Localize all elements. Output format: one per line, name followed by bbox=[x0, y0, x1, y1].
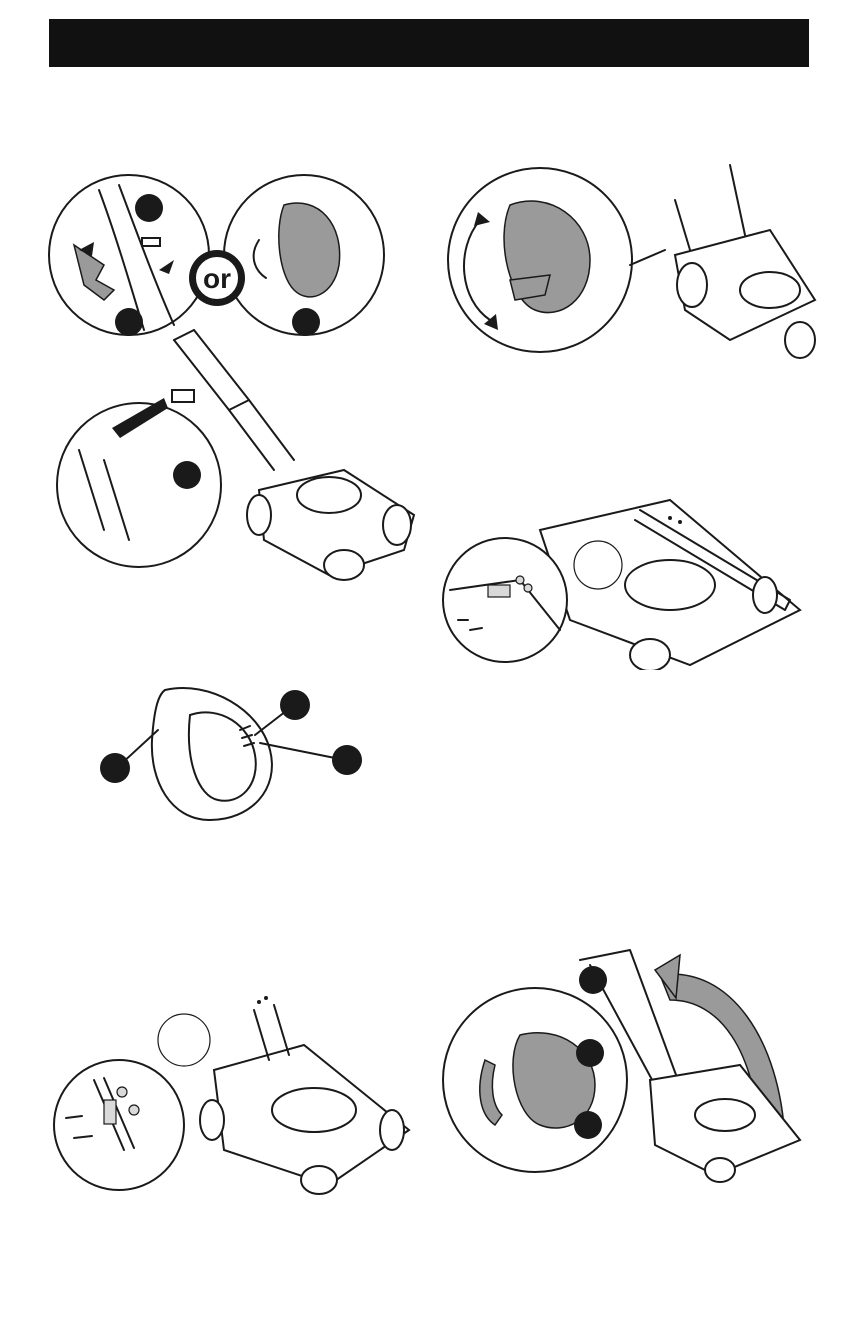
callout-circle-lever bbox=[224, 175, 384, 336]
callout-marker-d bbox=[173, 461, 201, 489]
or-badge: or bbox=[189, 250, 245, 306]
figure-lever-closeup bbox=[90, 680, 380, 825]
rear-attach-illustration bbox=[440, 480, 820, 670]
callout-marker-c bbox=[292, 308, 320, 336]
figure-handle-knob-assembly: or bbox=[44, 170, 420, 610]
callout-marker-i bbox=[576, 1039, 604, 1067]
callout-marker-e bbox=[100, 753, 130, 783]
lever-closeup-illustration bbox=[90, 680, 380, 825]
figure-handle-fold bbox=[440, 160, 820, 360]
callout-marker-a bbox=[135, 194, 163, 222]
callout-marker-j bbox=[574, 1111, 602, 1139]
handle-raise-illustration bbox=[440, 940, 820, 1190]
bolt-icon bbox=[142, 238, 160, 246]
callout-circle-knob bbox=[49, 175, 209, 336]
or-badge-text: or bbox=[203, 263, 231, 294]
callout-marker-g bbox=[332, 745, 362, 775]
handle-knob-illustration: or bbox=[44, 170, 420, 610]
handle-bracket-illustration bbox=[44, 990, 420, 1195]
callout-marker-b bbox=[115, 308, 143, 336]
figure-handle-bracket bbox=[44, 990, 420, 1195]
callout-marker-f bbox=[280, 690, 310, 720]
figure-handle-raise bbox=[440, 940, 820, 1190]
section-header-bar bbox=[49, 19, 809, 67]
handle-fold-illustration bbox=[440, 160, 820, 360]
callout-circle-pin bbox=[57, 390, 221, 567]
figure-rear-attach bbox=[440, 480, 820, 670]
callout-marker-h bbox=[579, 966, 607, 994]
